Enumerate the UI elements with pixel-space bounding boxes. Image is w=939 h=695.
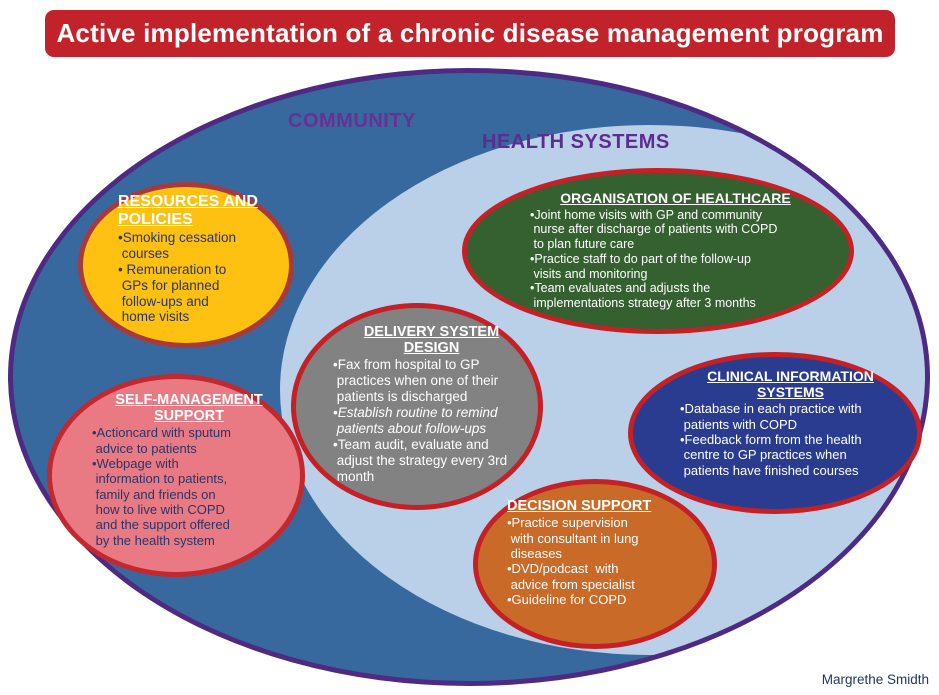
decision-item: •Guideline for COPD xyxy=(507,591,627,607)
delivery-item: •Establish routine to remind patients ab… xyxy=(333,405,498,437)
clinical-information-systems-ellipse: CLINICAL INFORMATION SYSTEMS •Database i… xyxy=(628,352,922,514)
title-banner: Active implementation of a chronic disea… xyxy=(45,10,895,57)
clinical-title: CLINICAL INFORMATION SYSTEMS xyxy=(707,368,874,400)
organisation-item: •Joint home visits with GP and community… xyxy=(530,207,778,252)
decision-title: DECISION SUPPORT xyxy=(507,498,652,514)
self-management-item: •Webpage with information to patients, f… xyxy=(92,456,230,548)
credit-author: Margrethe Smidth xyxy=(821,672,929,687)
decision-item: •Practice supervision with consultant in… xyxy=(507,515,639,561)
resources-item: •Smoking cessation courses xyxy=(118,229,237,261)
organisation-item: •Team evaluates and adjusts the implemen… xyxy=(530,281,756,311)
resources-item: • Remuneration to GPs for planned follow… xyxy=(118,261,227,325)
decision-support-ellipse: DECISION SUPPORT •Practice supervision w… xyxy=(473,479,717,649)
clinical-item: •Database in each practice with patients… xyxy=(680,401,862,432)
organisation-of-healthcare-ellipse: ORGANISATION OF HEALTHCARE •Joint home v… xyxy=(462,168,854,334)
self-management-support-ellipse: SELF-MANAGEMENT SUPPORT •Actioncard with… xyxy=(47,374,305,577)
clinical-item: •Feedback form from the health centre to… xyxy=(680,432,862,478)
self-management-item: •Actioncard with sputum advice to patien… xyxy=(92,425,231,456)
resources-title: RESOURCES AND POLICIES xyxy=(118,193,258,228)
delivery-item: •Fax from hospital to GP practices when … xyxy=(333,357,499,405)
organisation-title: ORGANISATION OF HEALTHCARE xyxy=(560,190,791,206)
self-management-title: SELF-MANAGEMENT SUPPORT xyxy=(115,392,263,425)
delivery-system-design-ellipse: DELIVERY SYSTEM DESIGN •Fax from hospita… xyxy=(291,303,543,510)
organisation-item: •Practice staff to do part of the follow… xyxy=(530,251,751,281)
community-label: COMMUNITY xyxy=(288,110,416,132)
health-systems-label: HEALTH SYSTEMS xyxy=(482,131,670,153)
delivery-title: DELIVERY SYSTEM DESIGN xyxy=(363,324,500,357)
page-title: Active implementation of a chronic disea… xyxy=(56,18,884,48)
decision-item: •DVD/podcast with advice from specialist xyxy=(507,561,635,592)
resources-and-policies-ellipse: RESOURCES AND POLICIES •Smoking cessatio… xyxy=(78,182,294,348)
delivery-item: •Team audit, evaluate and adjust the str… xyxy=(333,437,508,484)
